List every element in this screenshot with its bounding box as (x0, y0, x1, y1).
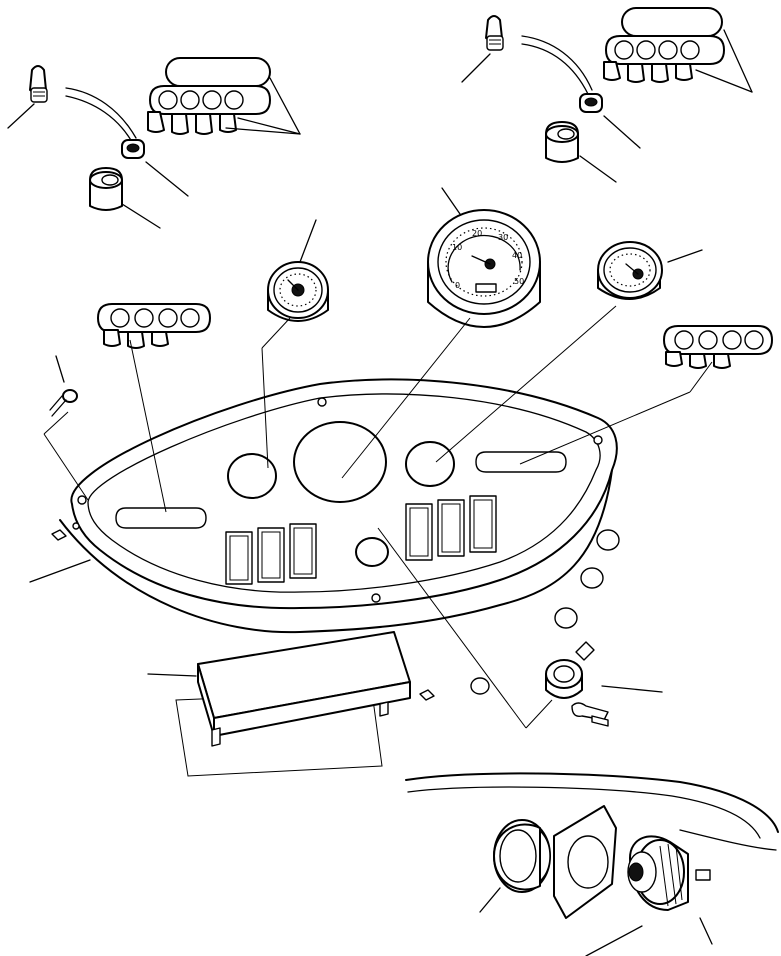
gauge-scale-label: 50 (514, 277, 524, 286)
instrument-panel (29, 378, 618, 634)
gauge-hole (227, 453, 277, 499)
lamp-socket (545, 121, 579, 163)
large-gauge-center: 0 10 20 30 40 50 (427, 187, 541, 328)
detail-view (405, 772, 779, 956)
bulb-icon (485, 15, 504, 51)
top-left-lamp-assembly (7, 57, 301, 229)
top-right-lamp-assembly (461, 7, 753, 183)
lens-strip-left (97, 303, 211, 349)
strip-slot (115, 507, 207, 529)
bezel-ring (493, 819, 551, 893)
indicator-lens-strip (603, 7, 725, 83)
mounting-plate (553, 805, 617, 919)
switch-hole (355, 537, 389, 567)
strip-slot (475, 451, 567, 473)
indicator-lens-strip (147, 57, 271, 135)
hole-plugs (419, 529, 620, 701)
screw (49, 355, 78, 417)
gauge-scale-label: 0 (455, 281, 460, 290)
lamp-holder (121, 139, 145, 159)
gauge-scale-label: 10 (452, 243, 462, 252)
lamp-holder (579, 93, 603, 113)
knob (627, 835, 711, 911)
gauge-hole (293, 421, 387, 503)
gauge-scale-label: 20 (472, 229, 482, 238)
gauge-hole (405, 441, 455, 487)
lens-strip-right (663, 325, 773, 369)
gauge-scale-label: 40 (512, 251, 522, 260)
fuse-box-cover (147, 631, 411, 777)
gauge-scale-label: 30 (498, 233, 508, 242)
small-gauge-right (597, 241, 703, 300)
small-gauge-left (267, 219, 329, 322)
assembly-leaders (43, 305, 713, 729)
lamp-socket (89, 167, 123, 211)
ignition-switch (545, 641, 663, 727)
bulb-icon (29, 65, 48, 103)
